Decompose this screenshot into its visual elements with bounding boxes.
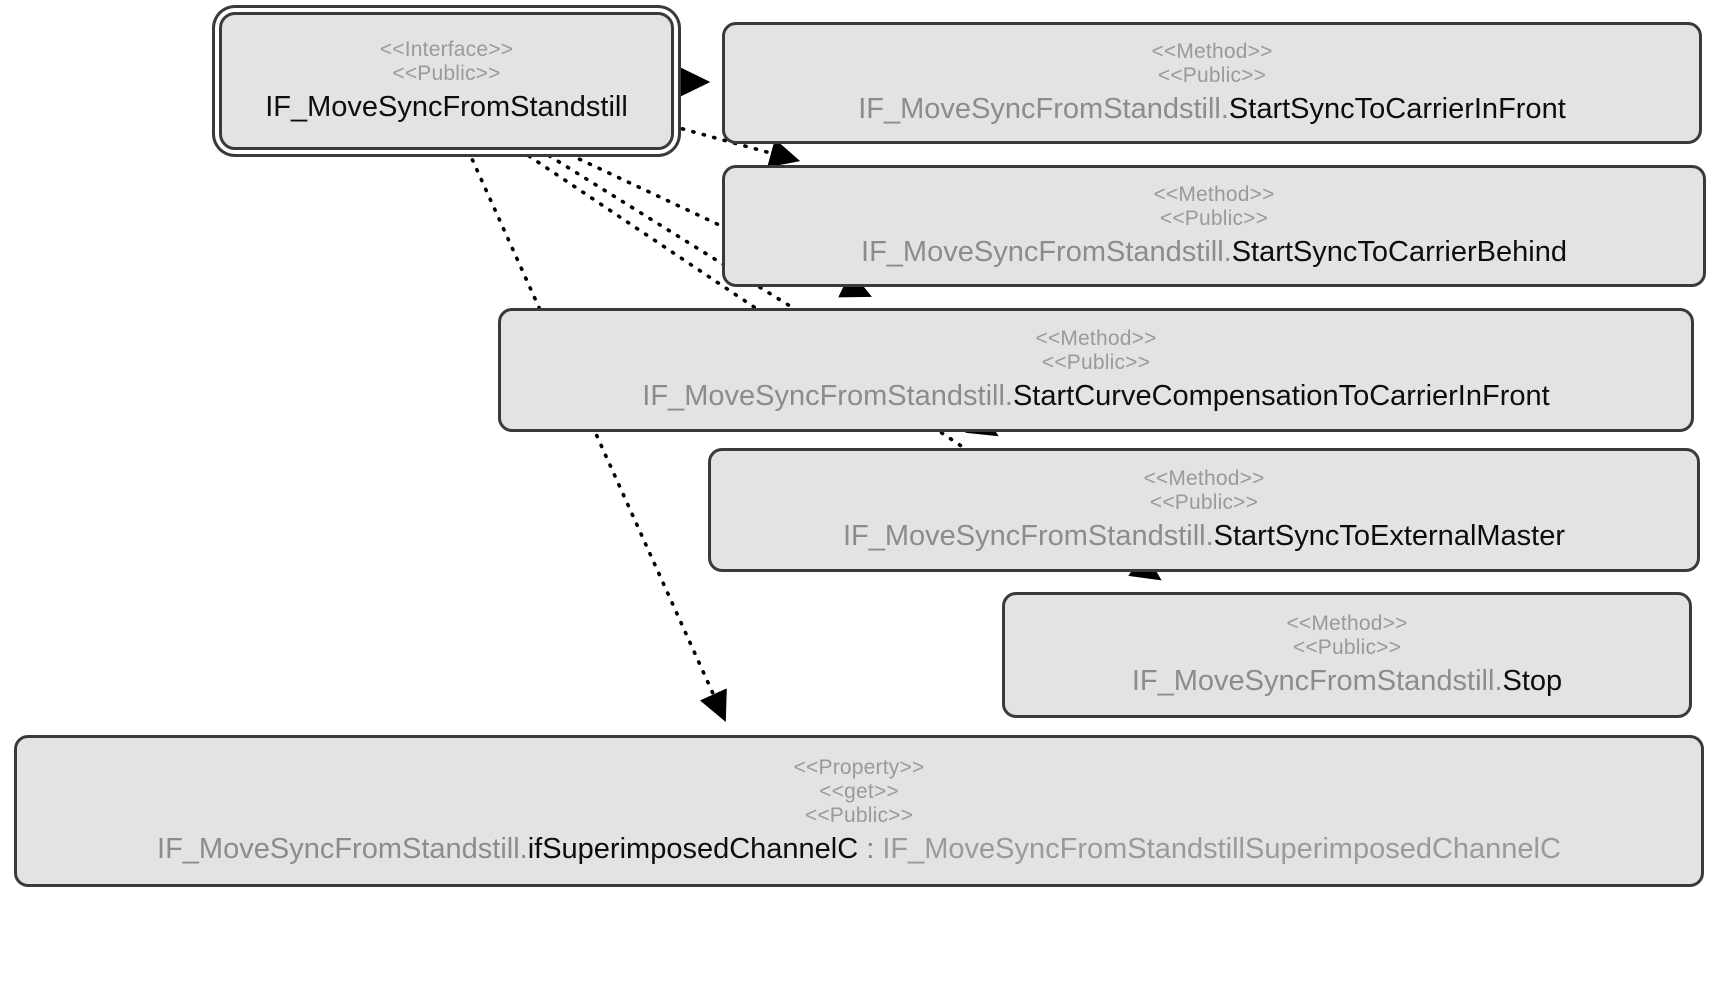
node-interface-if-movesyncfromstandstill[interactable]: <<Interface>> <<Public>> IF_MoveSyncFrom… (219, 12, 674, 150)
stereotype-public: <<Public>> (1157, 63, 1267, 87)
node-method-startsynctocarrierinfront[interactable]: <<Method>> <<Public>> IF_MoveSyncFromSta… (722, 22, 1702, 144)
node-qualifier: IF_MoveSyncFromStandstill. (642, 380, 1013, 413)
stereotype-public: <<Public>> (392, 61, 501, 85)
node-method-startsynctocarrierbehind[interactable]: <<Method>> <<Public>> IF_MoveSyncFromSta… (722, 165, 1706, 287)
node-title: IF_MoveSyncFromStandstill.StartSyncToExt… (843, 520, 1565, 552)
stereotype-method: <<Method>> (1286, 612, 1408, 636)
node-member-name: StartSyncToCarrierInFront (1228, 93, 1566, 126)
node-member-name: StartCurveCompensationToCarrierInFront (1012, 380, 1550, 413)
node-qualifier: IF_MoveSyncFromStandstill. (858, 93, 1229, 126)
node-method-stop[interactable]: <<Method>> <<Public>> IF_MoveSyncFromSta… (1002, 592, 1692, 718)
stereotype-method: <<Method>> (1153, 183, 1275, 207)
node-qualifier: IF_MoveSyncFromStandstill. (1131, 665, 1503, 698)
node-member-name: StartSyncToCarrierBehind (1231, 236, 1567, 269)
stereotype-public: <<Public>> (1159, 206, 1269, 230)
stereotype-get: <<get>> (819, 780, 899, 803)
stereotype-method: <<Method>> (1143, 467, 1265, 491)
stereotype-property: <<Property>> (793, 756, 925, 780)
stereotype-method: <<Method>> (1035, 327, 1157, 351)
node-member-name: StartSyncToExternalMaster (1213, 520, 1566, 553)
node-qualifier: IF_MoveSyncFromStandstill. (157, 833, 528, 866)
node-member-name: ifSuperimposedChannelC (527, 833, 859, 866)
node-method-startsynctoexternalmaster[interactable]: <<Method>> <<Public>> IF_MoveSyncFromSta… (708, 448, 1700, 572)
node-title: IF_MoveSyncFromStandstill.StartCurveComp… (642, 380, 1549, 412)
node-qualifier: IF_MoveSyncFromStandstill. (861, 236, 1232, 269)
stereotype-public: <<Public>> (1041, 350, 1151, 374)
stereotype-interface: <<Interface>> (379, 38, 514, 62)
node-method-startcurvecompensationtocarrierinfront[interactable]: <<Method>> <<Public>> IF_MoveSyncFromSta… (498, 308, 1694, 432)
node-qualifier: IF_MoveSyncFromStandstill. (842, 520, 1214, 553)
type-separator: : (858, 833, 883, 866)
stereotype-public: <<Public>> (804, 803, 914, 827)
node-member-name: IF_MoveSyncFromStandstill (265, 91, 628, 124)
node-title: IF_MoveSyncFromStandstill.StartSyncToCar… (861, 236, 1567, 268)
node-title: IF_MoveSyncFromStandstill.StartSyncToCar… (858, 93, 1566, 125)
stereotype-method: <<Method>> (1151, 40, 1273, 64)
stereotype-public: <<Public>> (1149, 490, 1259, 514)
node-title: IF_MoveSyncFromStandstill (265, 91, 628, 123)
node-title: IF_MoveSyncFromStandstill.ifSuperimposed… (157, 833, 1561, 865)
stereotype-public: <<Public>> (1292, 635, 1402, 659)
node-title: IF_MoveSyncFromStandstill.Stop (1132, 665, 1562, 697)
node-property-ifsuperimposedchannelc[interactable]: <<Property>> <<get>> <<Public>> IF_MoveS… (14, 735, 1704, 887)
property-type-name: IF_MoveSyncFromStandstillSuperimposedCha… (882, 833, 1561, 866)
node-member-name: Stop (1502, 665, 1563, 698)
edge-root-to-ifsuperimposedchannelc (466, 148, 727, 722)
